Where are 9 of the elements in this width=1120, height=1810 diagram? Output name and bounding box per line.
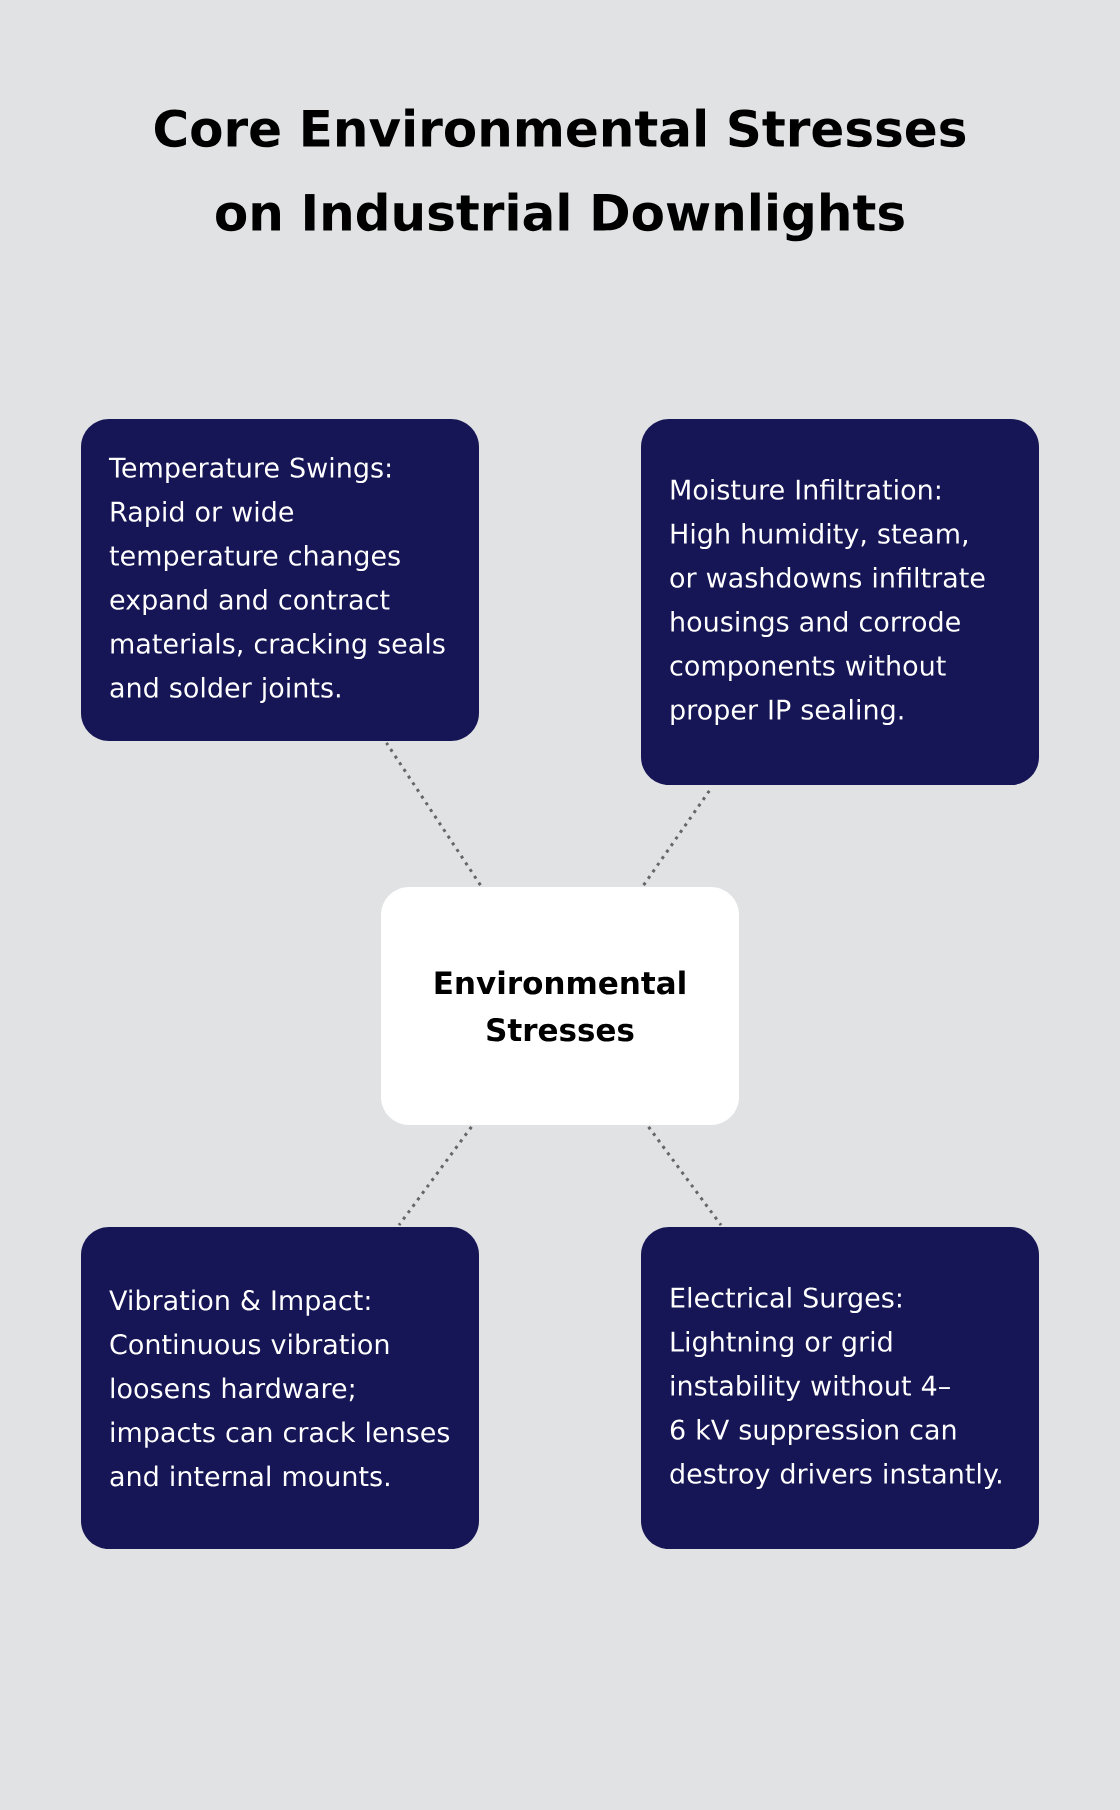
connector-line [647, 1125, 723, 1227]
connector-line [397, 1125, 473, 1227]
stress-box: Vibration & Impact: Continuous vibration loosens hardware; impacts can crack lenses and internal mounts. [81, 1227, 479, 1549]
center-box: Environmental Stresses [381, 887, 739, 1125]
stress-box: Temperature Swings: Rapid or wide temperature changes expand and contract materials, cracking seals and solder joints. [81, 419, 479, 741]
connector-line [385, 742, 482, 886]
stress-box: Electrical Surges: Lightning or grid instability without 4–6 kV suppression can destroy drivers instantly. [641, 1227, 1039, 1549]
stress-box: Moisture Infiltration: High humidity, steam, or washdowns infiltrate housings and corrode components without proper IP sealing. [641, 419, 1039, 785]
title: Core Environmental Stresses on Industrial Downlights [154, 108, 966, 242]
